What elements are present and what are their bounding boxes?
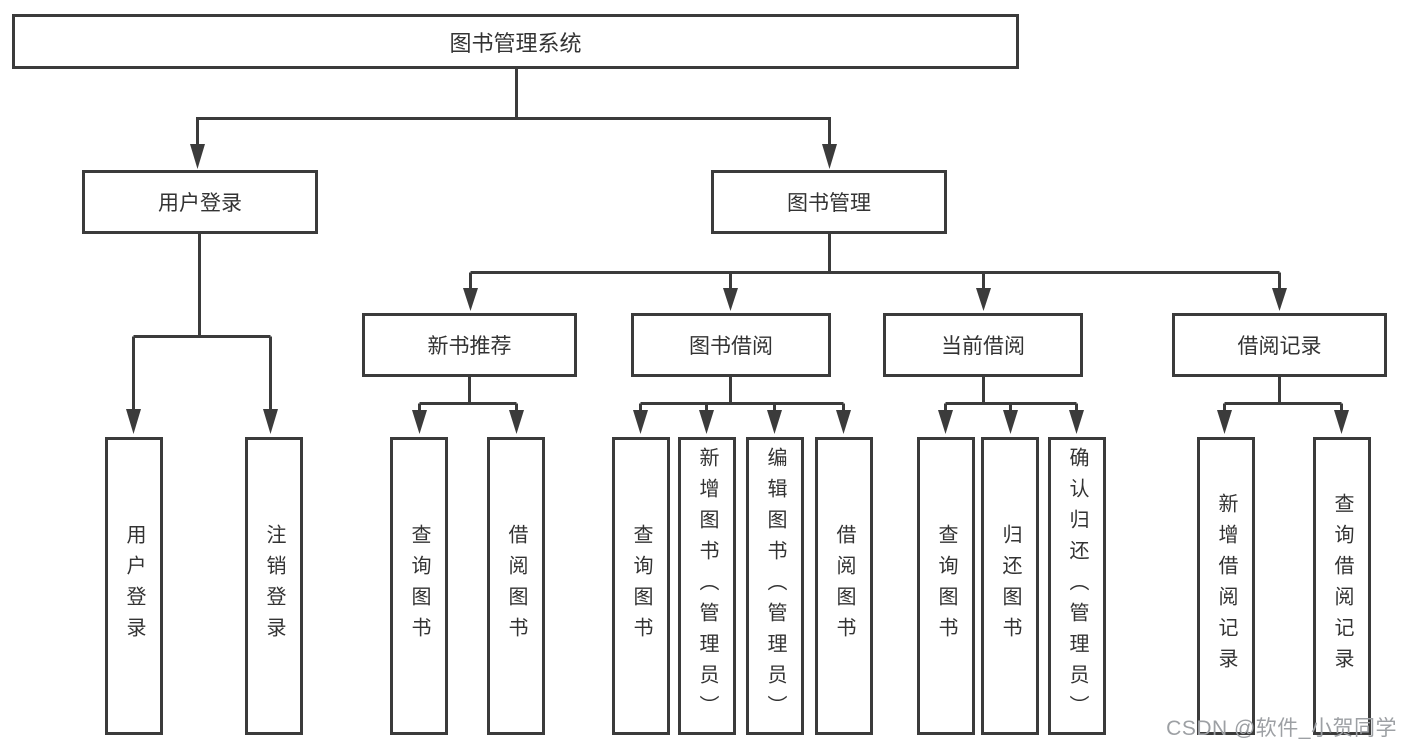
- leaf-return-book: 归还图书: [981, 437, 1039, 735]
- leaf-user-login: 用户登录: [105, 437, 163, 735]
- leaf-query-borrow-record: 查询借阅记录: [1313, 437, 1371, 735]
- node-current-borrowing: 当前借阅: [883, 313, 1083, 377]
- node-label: 借阅记录: [1237, 335, 1322, 358]
- watermark: CSDN @软件_小贺同学: [1166, 717, 1397, 740]
- leaf-borrow-books-recommend: 借阅图书: [487, 437, 545, 735]
- leaf-label: 确认归还（管理员）: [1066, 446, 1088, 726]
- leaf-query-books-recommend: 查询图书: [390, 437, 448, 735]
- leaf-label: 归还图书: [999, 524, 1021, 648]
- node-label: 当前借阅: [941, 335, 1025, 358]
- leaf-query-books-current: 查询图书: [917, 437, 975, 735]
- leaf-edit-book-admin: 编辑图书（管理员）: [746, 437, 804, 735]
- node-library-management-system: 图书管理系统: [12, 14, 1019, 69]
- leaf-label: 查询借阅记录: [1331, 493, 1353, 679]
- leaf-add-book-admin: 新增图书（管理员）: [678, 437, 736, 735]
- node-label: 图书管理: [787, 192, 871, 215]
- leaf-query-books-borrowing: 查询图书: [612, 437, 670, 735]
- leaf-label: 新增借阅记录: [1215, 493, 1237, 679]
- leaf-label: 借阅图书: [505, 524, 527, 648]
- leaf-label: 新增图书（管理员）: [696, 446, 718, 726]
- leaf-label: 查询图书: [408, 524, 430, 648]
- node-label: 新书推荐: [427, 335, 512, 358]
- leaf-label: 查询图书: [630, 524, 652, 648]
- node-label: 用户登录: [158, 192, 242, 215]
- leaf-confirm-return-admin: 确认归还（管理员）: [1048, 437, 1106, 735]
- node-book-management: 图书管理: [711, 170, 947, 234]
- node-new-book-recommend: 新书推荐: [362, 313, 577, 377]
- leaf-logout: 注销登录: [245, 437, 303, 735]
- leaf-label: 用户登录: [123, 524, 145, 648]
- leaf-add-borrow-record: 新增借阅记录: [1197, 437, 1255, 735]
- leaf-label: 编辑图书（管理员）: [764, 446, 786, 726]
- leaf-label: 借阅图书: [833, 524, 855, 648]
- node-label: 图书管理系统: [449, 30, 582, 56]
- node-book-borrowing: 图书借阅: [631, 313, 831, 377]
- leaf-label: 查询图书: [935, 524, 957, 648]
- leaf-borrow-books: 借阅图书: [815, 437, 873, 735]
- node-label: 图书借阅: [689, 335, 773, 358]
- leaf-label: 注销登录: [263, 524, 285, 648]
- node-borrowing-records: 借阅记录: [1172, 313, 1387, 377]
- node-user-login: 用户登录: [82, 170, 318, 234]
